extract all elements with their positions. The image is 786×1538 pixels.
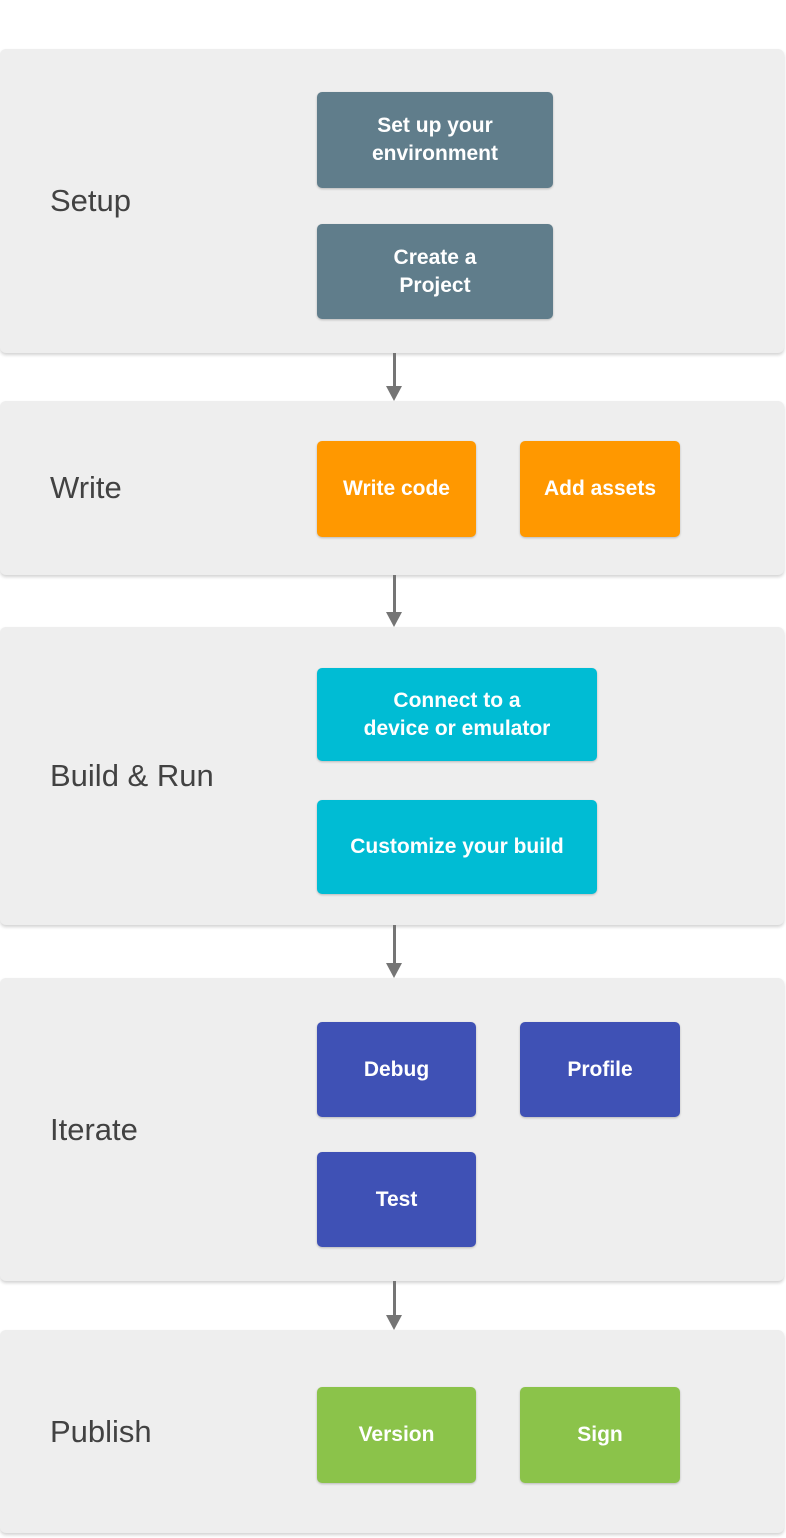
button-set-up-your-environment[interactable]: Set up your environment [317, 92, 553, 188]
button-version[interactable]: Version [317, 1387, 476, 1483]
section-setup: Setup Set up your environment Create a P… [0, 49, 784, 353]
button-create-a-project[interactable]: Create a Project [317, 224, 553, 319]
section-publish-label: Publish [50, 1413, 152, 1449]
section-build-and-run-label: Build & Run [50, 758, 214, 793]
section-build-and-run: Build & Run Connect to a device or emula… [0, 627, 784, 925]
button-add-assets[interactable]: Add assets [520, 441, 680, 537]
button-write-code[interactable]: Write code [317, 441, 476, 537]
section-setup-label: Setup [50, 183, 132, 218]
button-sign[interactable]: Sign [520, 1387, 680, 1483]
section-iterate: Iterate Debug Profile Test [0, 978, 784, 1281]
arrow-stem [392, 575, 396, 612]
arrow-stem [392, 1281, 396, 1315]
section-write-label: Write [50, 470, 122, 505]
button-debug[interactable]: Debug [317, 1022, 476, 1117]
arrow-down-icon [386, 575, 402, 627]
arrow-down-icon [386, 925, 402, 978]
arrow-stem [392, 925, 396, 963]
arrow-head [386, 386, 402, 401]
section-write: Write Write code Add assets [0, 401, 784, 575]
arrow-head [386, 963, 402, 978]
arrow-head [386, 612, 402, 627]
arrow-stem [392, 353, 396, 386]
button-test[interactable]: Test [317, 1152, 476, 1247]
arrow-head [386, 1315, 402, 1330]
button-customize-your-build[interactable]: Customize your build [317, 800, 597, 894]
button-profile[interactable]: Profile [520, 1022, 680, 1117]
arrow-down-icon [386, 353, 402, 401]
arrow-down-icon [386, 1281, 402, 1330]
section-publish: Publish Version Sign [0, 1330, 784, 1533]
button-connect-device-or-emulator[interactable]: Connect to a device or emulator [317, 668, 597, 761]
section-iterate-label: Iterate [50, 1111, 138, 1147]
